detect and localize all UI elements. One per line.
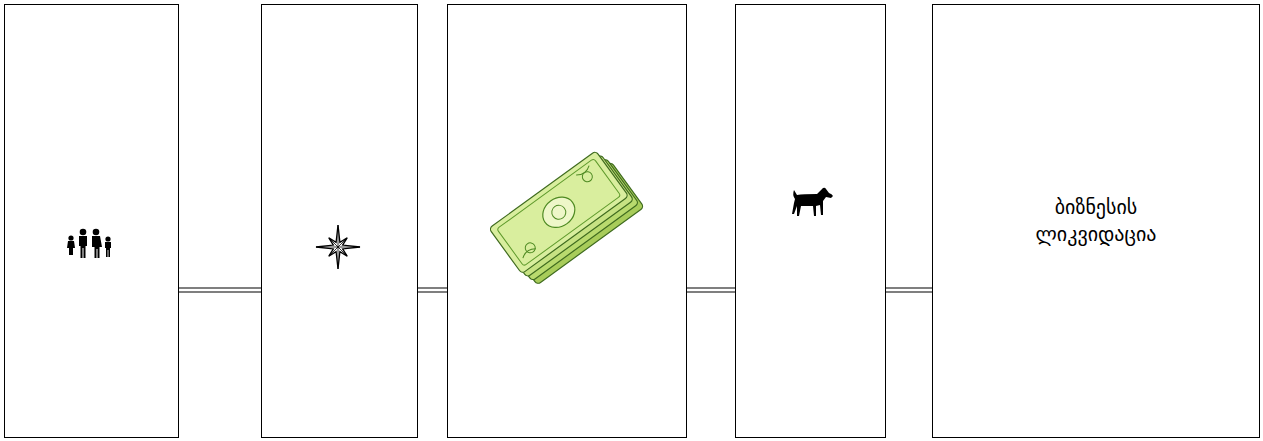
- stage-box: ბიზნესის ლიკვიდაცია: [932, 4, 1260, 438]
- dog-icon: [792, 188, 833, 216]
- double-connector: [179, 288, 261, 292]
- double-connector: [418, 288, 447, 292]
- family-icon: [67, 229, 111, 258]
- icon-box: [447, 4, 687, 438]
- money-icon: [489, 147, 644, 288]
- icon-box: [735, 4, 886, 438]
- double-connector: [886, 288, 932, 292]
- icon-box: [4, 4, 179, 438]
- double-connector: [687, 288, 735, 292]
- box-label: ბიზნესის ლიკვიდაცია: [1001, 194, 1191, 248]
- icon-box: [261, 4, 418, 438]
- star-icon: [316, 225, 360, 269]
